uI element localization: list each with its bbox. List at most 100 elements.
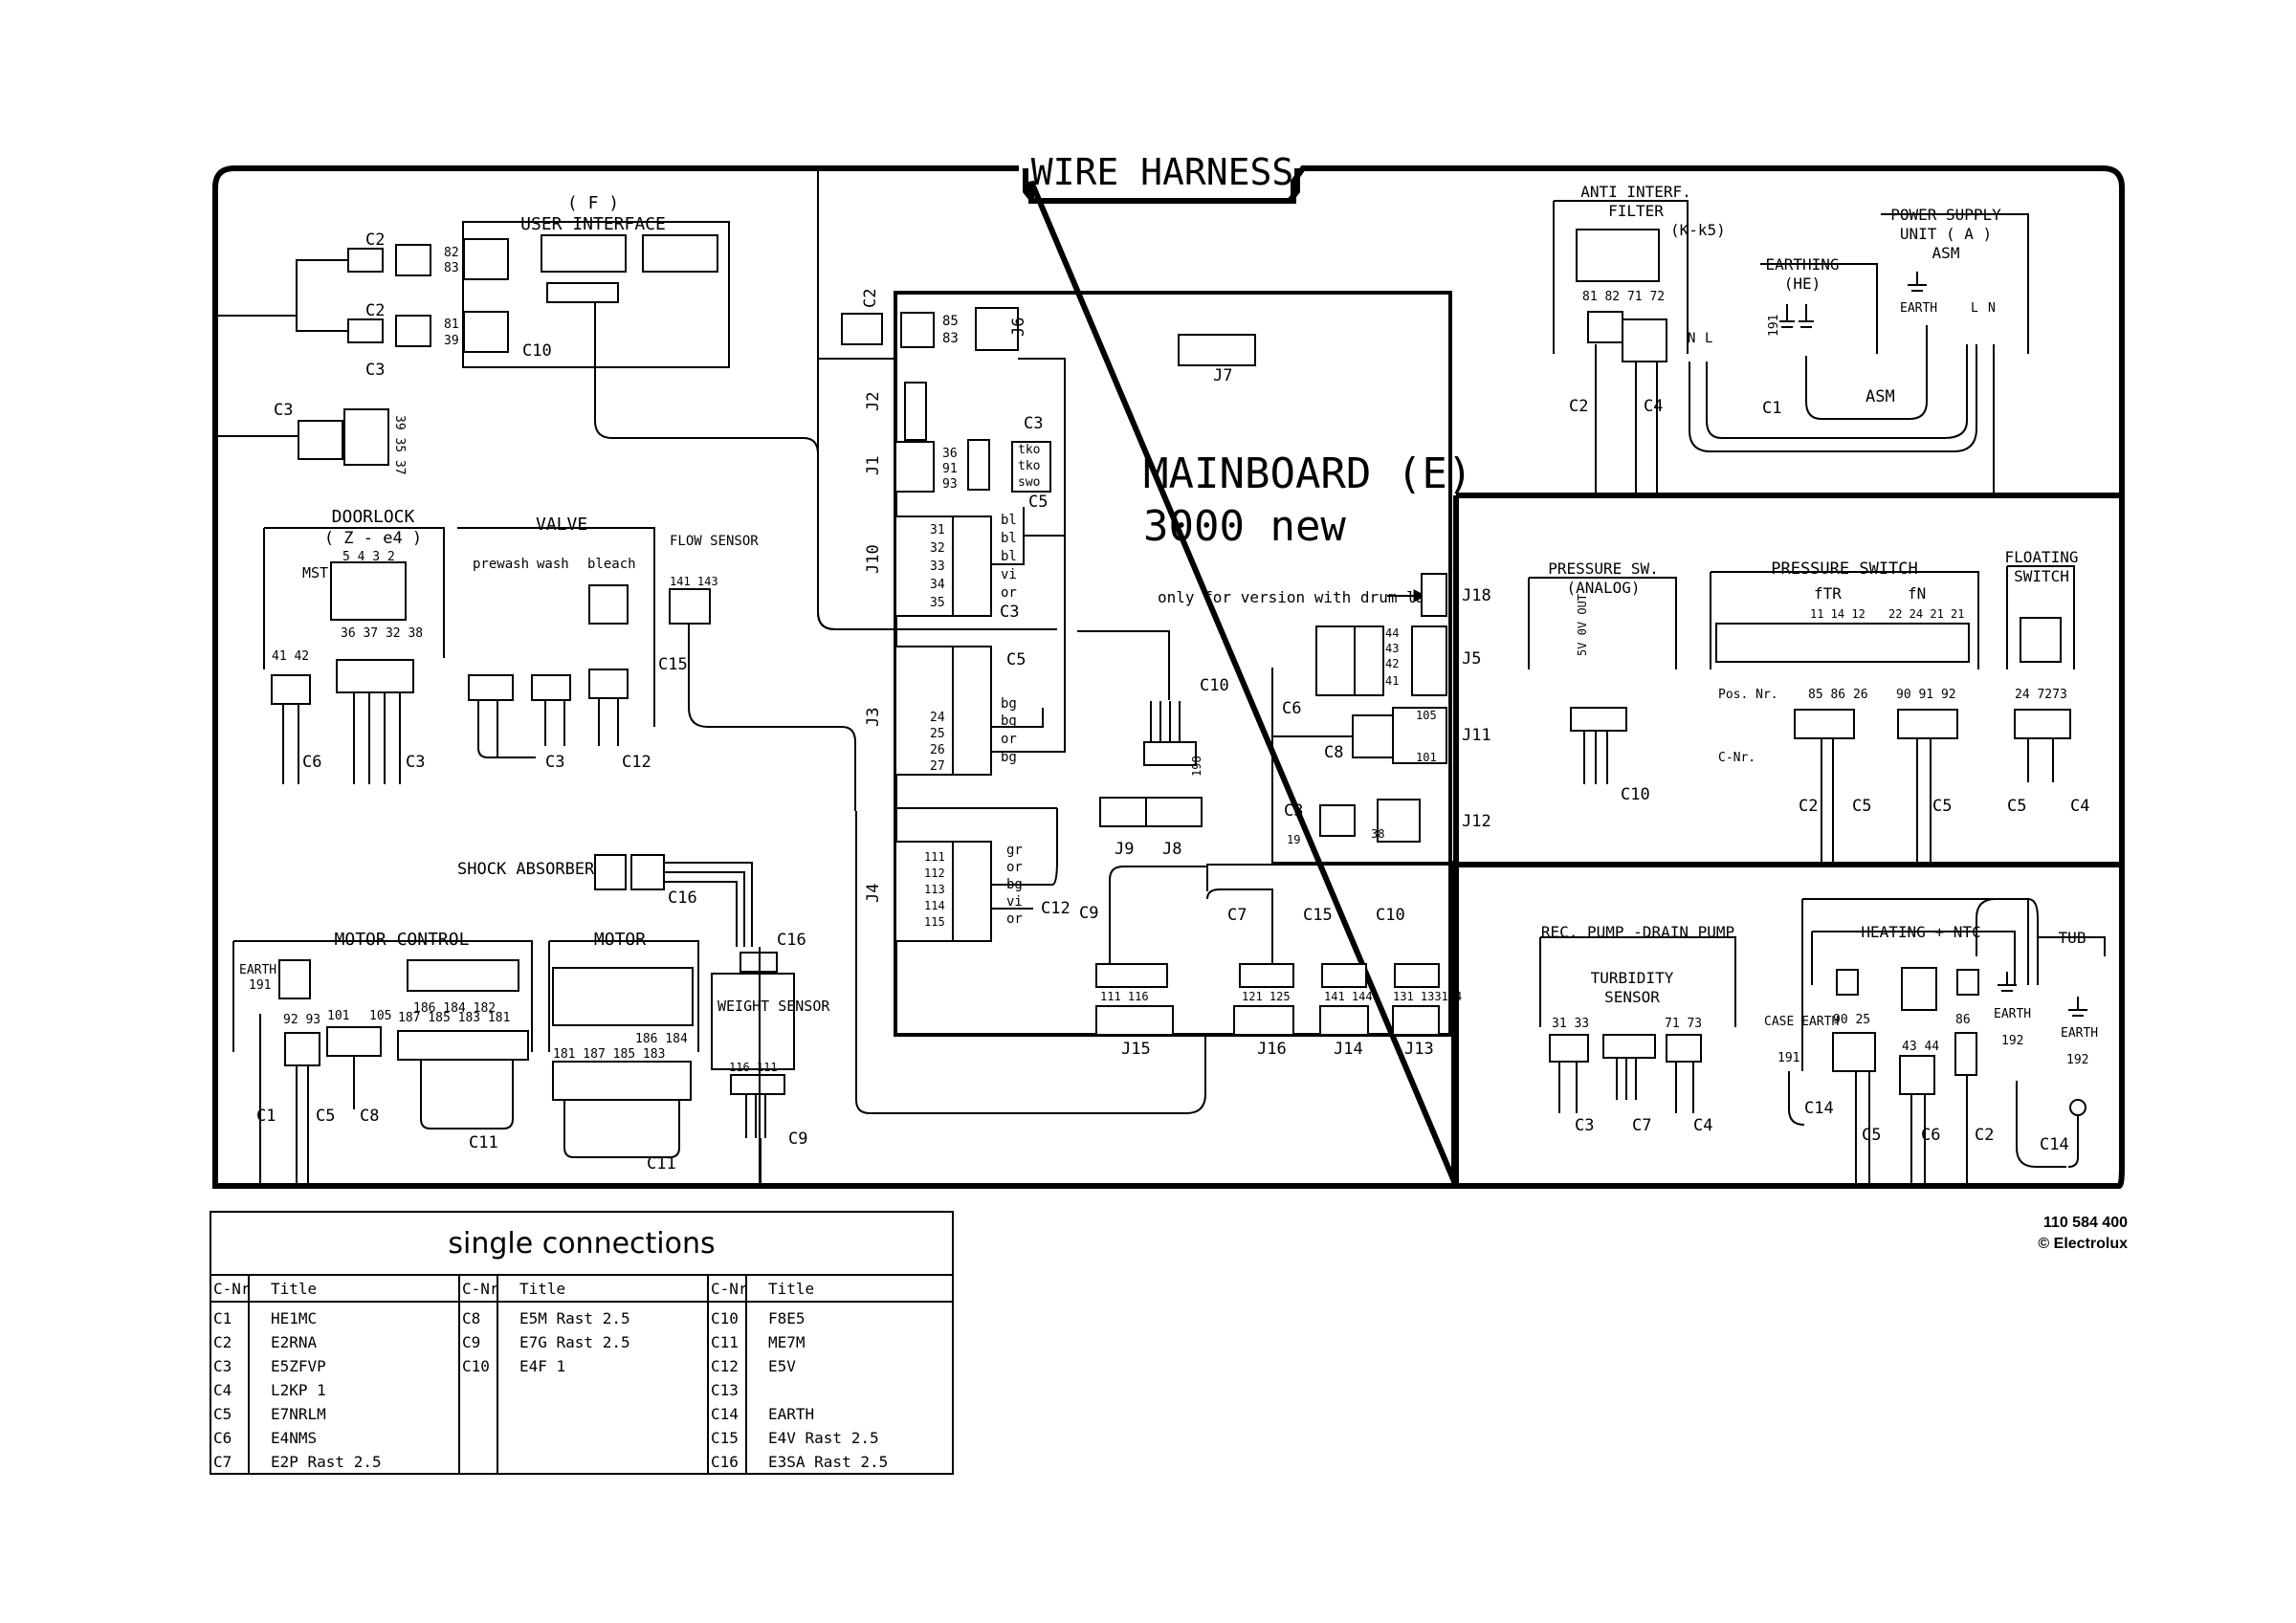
svg-text:42: 42 [1385, 657, 1399, 670]
svg-text:DOORLOCK: DOORLOCK [332, 507, 415, 527]
svg-text:SWITCH: SWITCH [2014, 567, 2069, 585]
svg-text:90 91 92: 90 91 92 [1896, 688, 1956, 702]
j7-connector [1178, 334, 1256, 366]
svg-text:C15: C15 [1303, 906, 1333, 925]
svg-text:tko: tko [1018, 443, 1040, 457]
svg-text:C8: C8 [360, 1107, 379, 1126]
svg-text:swo: swo [1018, 475, 1040, 490]
legend-title-cell: E2P Rast 2.5 [271, 1453, 382, 1471]
svg-text:bg: bg [1001, 750, 1017, 765]
svg-text:C6: C6 [1282, 699, 1301, 718]
doorlock-connector [330, 561, 407, 621]
svg-text:C3: C3 [365, 361, 385, 380]
svg-text:MOTOR CONTROL: MOTOR CONTROL [335, 930, 470, 950]
svg-text:83: 83 [942, 331, 959, 346]
svg-text:prewash: prewash [473, 557, 529, 572]
svg-text:FLOW SENSOR: FLOW SENSOR [670, 534, 759, 549]
svg-text:19: 19 [1287, 833, 1300, 846]
svg-text:41: 41 [1385, 674, 1399, 688]
svg-text:C3: C3 [1575, 1116, 1594, 1135]
svg-text:24 7273: 24 7273 [2015, 688, 2067, 702]
svg-text:REC. PUMP -DRAIN PUMP: REC. PUMP -DRAIN PUMP [1541, 923, 1734, 941]
j12-connector [1377, 799, 1421, 843]
svg-text:114: 114 [924, 899, 945, 912]
legend-title-cell: E7G Rast 2.5 [519, 1333, 630, 1351]
svg-text:TUB: TUB [2059, 929, 2086, 947]
svg-text:43 44: 43 44 [1902, 1040, 1939, 1054]
legend-title-cell: E7NRLM [271, 1405, 326, 1423]
svg-text:C3: C3 [274, 401, 293, 420]
svg-text:C7: C7 [1632, 1116, 1651, 1135]
single-connections-table: single connections C-Nr Title C-Nr Title… [210, 1211, 954, 1475]
svg-text:or: or [1006, 911, 1023, 927]
legend-title-cell: HE1MC [271, 1309, 318, 1327]
svg-text:J14: J14 [1334, 1040, 1363, 1059]
svg-text:191: 191 [1767, 315, 1781, 337]
svg-text:VALVE: VALVE [536, 515, 587, 535]
svg-text:86: 86 [1955, 1013, 1971, 1027]
brand: © Electrolux [2038, 1236, 2128, 1252]
svg-text:TURBIDITY: TURBIDITY [1591, 969, 1674, 987]
svg-text:C10: C10 [1376, 906, 1405, 925]
legend-title-cell: F8E5 [768, 1309, 806, 1327]
svg-text:39 35 37: 39 35 37 [392, 415, 407, 475]
legend-header-title: Title [519, 1280, 566, 1298]
j9-connector [1099, 797, 1147, 827]
svg-text:C5: C5 [1852, 797, 1871, 816]
svg-text:116 111: 116 111 [729, 1061, 778, 1074]
svg-text:USER INTERFACE: USER INTERFACE [520, 214, 666, 234]
svg-text:( F ): ( F ) [567, 193, 619, 213]
j2-connector [904, 382, 927, 441]
svg-text:C10: C10 [1200, 676, 1229, 695]
svg-text:J12: J12 [1462, 812, 1491, 831]
svg-text:C10: C10 [1621, 785, 1650, 804]
svg-text:27: 27 [930, 759, 945, 774]
j3-connector [894, 646, 954, 776]
svg-text:36: 36 [942, 447, 958, 461]
legend-title-cell: ME7M [768, 1333, 806, 1351]
j10-pin-labels: 31 32 33 34 35 bl bl bl vi or [930, 513, 1017, 610]
svg-text:C2: C2 [861, 289, 880, 308]
svg-text:fN: fN [1908, 584, 1926, 603]
svg-text:J15: J15 [1121, 1040, 1151, 1059]
svg-text:186 184 182: 186 184 182 [413, 1001, 496, 1016]
svg-text:C3: C3 [1000, 603, 1019, 622]
svg-text:C9: C9 [788, 1130, 807, 1149]
j10-connector [894, 515, 954, 617]
svg-text:fTR: fTR [1814, 584, 1842, 603]
svg-text:(K-k5): (K-k5) [1670, 221, 1726, 239]
legend-cnr: C16 [711, 1453, 739, 1471]
svg-text:or: or [1001, 732, 1017, 747]
svg-text:C5: C5 [316, 1107, 335, 1126]
legend-cnr: C4 [213, 1381, 232, 1399]
svg-text:26: 26 [930, 743, 945, 757]
shock-absorber-connector [594, 854, 627, 890]
svg-text:C1: C1 [1762, 399, 1781, 418]
svg-text:CASE EARTH: CASE EARTH [1764, 1015, 1839, 1029]
svg-text:C14: C14 [2040, 1135, 2069, 1154]
svg-text:bg: bg [1001, 696, 1017, 712]
svg-text:71 73: 71 73 [1665, 1017, 1702, 1031]
svg-text:192: 192 [2001, 1034, 2023, 1048]
j15-connector [1095, 1005, 1174, 1036]
svg-text:PRESSURE SWITCH: PRESSURE SWITCH [1771, 559, 1918, 579]
svg-text:121 125: 121 125 [1242, 990, 1291, 1003]
svg-text:L: L [1705, 331, 1712, 346]
svg-text:C6: C6 [302, 753, 321, 772]
svg-text:vi: vi [1001, 567, 1017, 582]
svg-text:101: 101 [327, 1009, 349, 1023]
svg-text:C2: C2 [1569, 397, 1588, 416]
svg-text:C16: C16 [668, 888, 697, 908]
legend-header-cnr: C-Nr [711, 1280, 748, 1298]
legend-cnr: C1 [213, 1309, 232, 1327]
legend-header-cnr: C-Nr [213, 1280, 251, 1298]
svg-text:C5: C5 [1006, 650, 1026, 669]
svg-text:J6: J6 [1009, 318, 1028, 337]
svg-text:C12: C12 [1041, 899, 1071, 918]
svg-text:bl: bl [1001, 531, 1017, 546]
svg-text:85: 85 [942, 314, 959, 329]
svg-text:WEIGHT SENSOR: WEIGHT SENSOR [718, 998, 830, 1015]
svg-text:41 42: 41 42 [272, 649, 309, 664]
svg-text:32: 32 [930, 541, 945, 556]
anti-interf-connector [1576, 229, 1660, 282]
